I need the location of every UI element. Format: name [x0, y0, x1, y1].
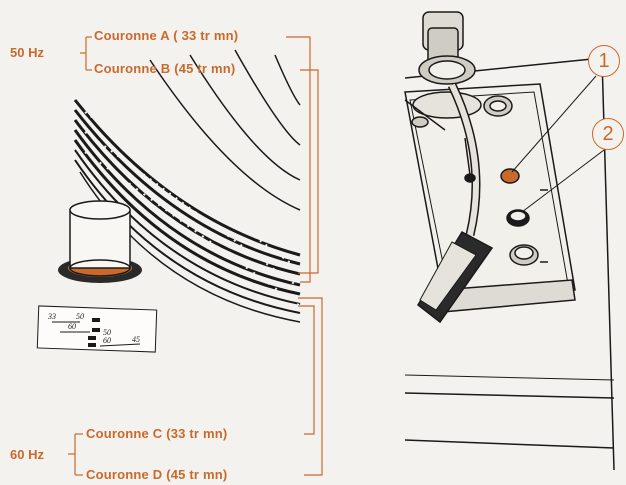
- scale-50: 50: [76, 312, 84, 321]
- scale-50b: 50: [103, 328, 111, 337]
- callout-leaders: [511, 75, 605, 213]
- label-ring-a: Couronne A ( 33 tr mn): [94, 28, 239, 43]
- label-ring-b: Couronne B (45 tr mn): [94, 61, 236, 76]
- speed-scale-plate: [36, 305, 158, 353]
- tonearm-assembly: [404, 11, 615, 471]
- label-ring-d: Couronne D (45 tr mn): [86, 467, 228, 482]
- platter: [73, 49, 301, 323]
- scale-33: 33: [48, 312, 56, 321]
- scale-45: 45: [132, 335, 140, 344]
- strobe-lamp: [58, 200, 142, 283]
- label-50hz: 50 Hz: [10, 45, 44, 60]
- callout-2: 2: [592, 118, 624, 150]
- strobe-dots: [84, 111, 301, 307]
- scale-60b: 60: [103, 336, 111, 345]
- scale-60a: 60: [68, 322, 76, 331]
- callout-1: 1: [588, 45, 620, 77]
- label-brackets: [68, 36, 323, 476]
- label-60hz: 60 Hz: [10, 447, 44, 462]
- label-ring-c: Couronne C (33 tr mn): [86, 426, 228, 441]
